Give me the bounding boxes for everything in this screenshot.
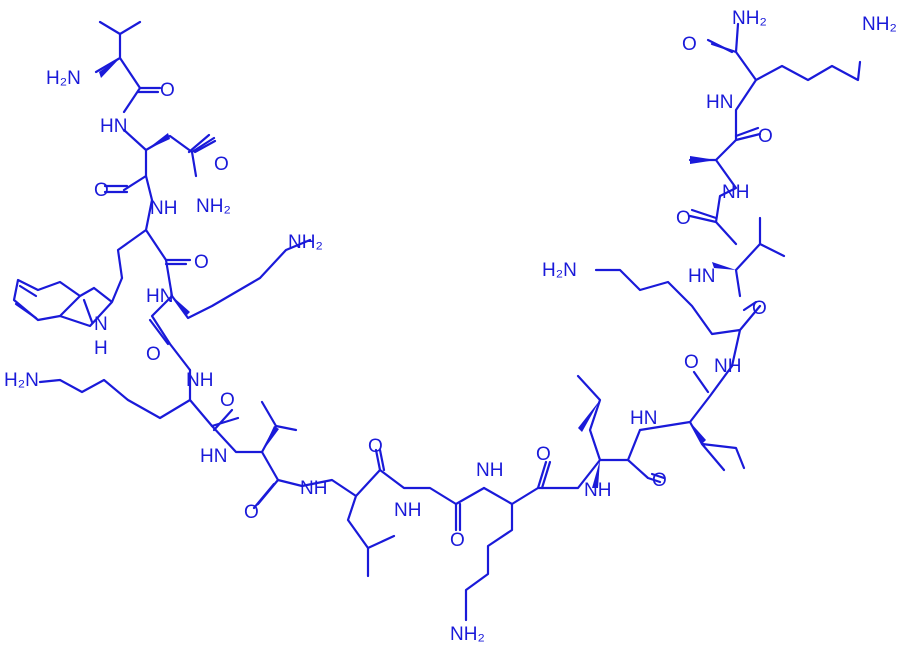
atom-label: H₂N (542, 260, 577, 281)
atom-label: NH₂ (450, 624, 485, 645)
atom-label: O (682, 34, 697, 55)
atom-label: O (758, 126, 773, 147)
atom-label: O (146, 344, 161, 365)
atom-label: NH (714, 356, 741, 377)
atom-label: O (220, 390, 235, 411)
atom-label: NH (722, 182, 749, 203)
atom-label: O (160, 80, 175, 101)
atom-label: O (676, 208, 691, 229)
atom-label: O (368, 436, 383, 457)
atom-label: NH₂ (732, 8, 767, 29)
atom-label: NH (476, 460, 503, 481)
atom-label: O (244, 502, 259, 523)
atom-label: NH (300, 478, 327, 499)
atom-label: H (94, 338, 108, 359)
atom-label: NH₂ (862, 14, 897, 35)
atom-label: NH (186, 370, 213, 391)
atom-label: HN (100, 116, 127, 137)
atom-label: HN (706, 92, 733, 113)
atom-label: O (194, 252, 209, 273)
atom-label: O (652, 470, 667, 491)
atom-label: HN (688, 266, 715, 287)
atom-label: O (450, 530, 465, 551)
atom-label: NH (150, 198, 177, 219)
atom-label: H₂N (4, 370, 39, 391)
atom-label: N (94, 314, 108, 335)
atom-label: NH (584, 480, 611, 501)
atom-label: O (684, 352, 699, 373)
stereo-wedges (99, 58, 736, 488)
atom-label: HN (630, 408, 657, 429)
atom-label: O (536, 444, 551, 465)
atom-label: O (94, 180, 109, 201)
atom-label: O (214, 154, 229, 175)
atom-label: NH₂ (196, 196, 231, 217)
atom-label: NH₂ (288, 232, 323, 253)
atom-label: HN (200, 446, 227, 467)
atom-label: HN (146, 286, 173, 307)
bond-layer (12, 20, 862, 622)
atom-label: H₂N (46, 68, 81, 89)
atom-label: NH (394, 500, 421, 521)
atom-labels: H₂N O HN O NH₂ O NH NH₂ O HN N H O NH H₂… (4, 8, 897, 645)
atom-label: O (752, 298, 767, 319)
